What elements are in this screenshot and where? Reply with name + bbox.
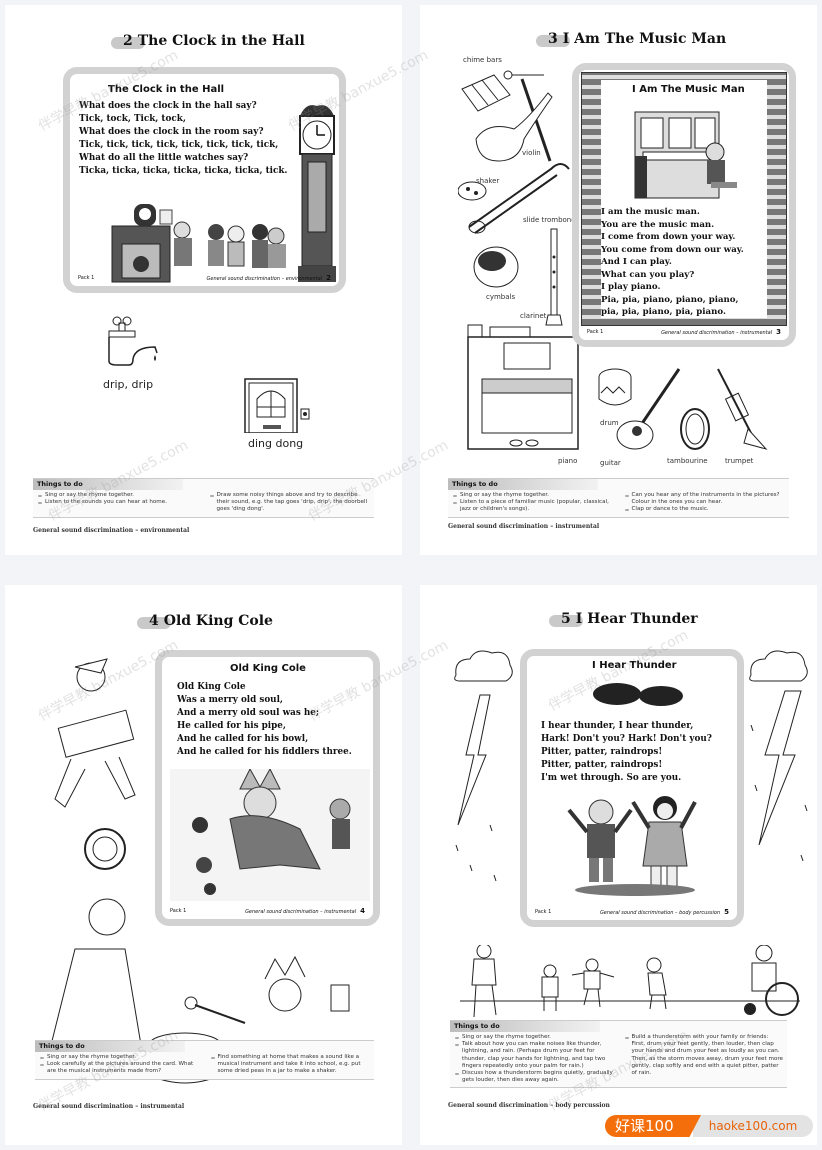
label-tambourine: tambourine [667,457,708,465]
ding-dong-label: ding dong [248,437,304,450]
cloud-lightning-left-icon [454,650,513,882]
drip-label: drip, drip [103,378,154,391]
brand-url[interactable]: haoke100.com [693,1115,813,1137]
grandfather-clock-icon [298,105,336,282]
card-title: I Hear Thunder [592,660,677,671]
rhyme-verse: Old King Cole Was a merry old soul, And … [177,682,352,757]
tambourine-icon [680,408,710,450]
page-footer: General sound discrimination – environme… [33,527,190,534]
clarinet-icon [545,228,563,326]
things-right-list: Build a thunderstorm with your family or… [624,1034,784,1084]
rhyme-card: Old King Cole Old King Cole Was a merry … [155,650,380,926]
dripping-tap-icon [108,316,158,366]
children-in-rain-icon [567,796,697,896]
chime-bars-violin-icon [458,70,553,201]
card-footer: Pack 1 General sound discrimination – in… [170,907,365,915]
page-footer: General sound discrimination – body perc… [448,1102,610,1109]
drum-icon [598,368,632,406]
label-violin: violin [522,149,541,157]
rhyme-card: I Am The Music Man I am the music man. Y… [572,63,796,347]
card-footer: Pack 1 General sound discrimination – bo… [535,908,729,916]
things-to-do-box: Things to do Sing or say the rhyme toget… [448,478,789,518]
things-left-list: Sing or say the rhyme together. Listen t… [37,492,199,514]
things-left-list: Sing or say the rhyme together. Listen t… [452,492,614,514]
things-right-list: Find something at home that makes a soun… [210,1054,371,1076]
rhyme-verse: I am the music man. You are the music ma… [601,207,744,317]
guitar-icon [616,368,681,450]
label-slide-trombone: slide trombone [523,216,576,224]
things-to-do-box: Things to do Sing or say the rhyme toget… [450,1020,787,1089]
card-title: Old King Cole [230,663,306,674]
page-footer: General sound discrimination – instrumen… [33,1103,185,1110]
rhyme-verse: What does the clock in the hall say? Tic… [79,101,288,176]
card-footer: Pack 1 General sound discrimination – en… [78,274,331,282]
things-to-do-heading: Things to do [33,479,183,490]
king-cole-dancing-icon [170,769,370,901]
things-to-do-heading: Things to do [35,1041,185,1052]
things-left-list: Sing or say the rhyme together. Talk abo… [454,1034,614,1084]
title-pill [111,37,145,49]
children-fireplace-scene-icon [111,204,286,283]
rhyme-card: The Clock in the Hall What does the cloc… [63,67,346,293]
cloud-lightning-right-icon [749,650,808,862]
brand-badge[interactable]: 好课100 haoke100.com [605,1115,813,1137]
things-right-list: Can you hear any of the instruments in t… [624,492,786,514]
things-to-do-box: Things to do Sing or say the rhyme toget… [33,478,374,518]
slide-trombone-icon [468,163,570,234]
cymbals-icon [473,246,519,288]
musicians-illustration-icon [44,658,146,1070]
label-chime-bars: chime bars [463,56,502,64]
card-footer: Pack 1 General sound discrimination – in… [587,328,781,336]
body-percussion-people-icon [460,945,800,1018]
label-drum: drum [600,419,619,427]
card-title: I Am The Music Man [632,84,745,95]
label-shaker: shaker [476,177,500,185]
rhyme-card: I Hear Thunder I hear thunder, I hear th… [520,649,744,927]
label-guitar: guitar [600,459,621,467]
music-man-piano-icon [634,111,737,199]
trumpet-icon [717,368,768,450]
title-pill [549,615,583,627]
label-cymbals: cymbals [486,293,516,301]
things-to-do-heading: Things to do [448,479,598,490]
things-to-do-heading: Things to do [450,1021,600,1032]
things-to-do-box: Things to do Sing or say the rhyme toget… [35,1040,374,1080]
brand-logo-text: 好课100 [605,1115,701,1137]
page-footer: General sound discrimination – instrumen… [448,523,600,530]
things-left-list: Sing or say the rhyme together. Look car… [39,1054,200,1076]
doorbell-door-icon [244,378,310,433]
things-right-list: Draw some noisy things above and try to … [209,492,371,514]
storm-clouds-icon [593,683,683,706]
label-clarinet: clarinet [520,312,547,320]
title-pill [536,35,570,47]
label-piano: piano [558,457,578,465]
piano-icon [467,324,579,450]
card-title: The Clock in the Hall [108,84,225,95]
rhyme-verse: I hear thunder, I hear thunder, Hark! Do… [541,721,712,783]
title-pill [137,617,171,629]
label-trumpet: trumpet [725,457,754,465]
